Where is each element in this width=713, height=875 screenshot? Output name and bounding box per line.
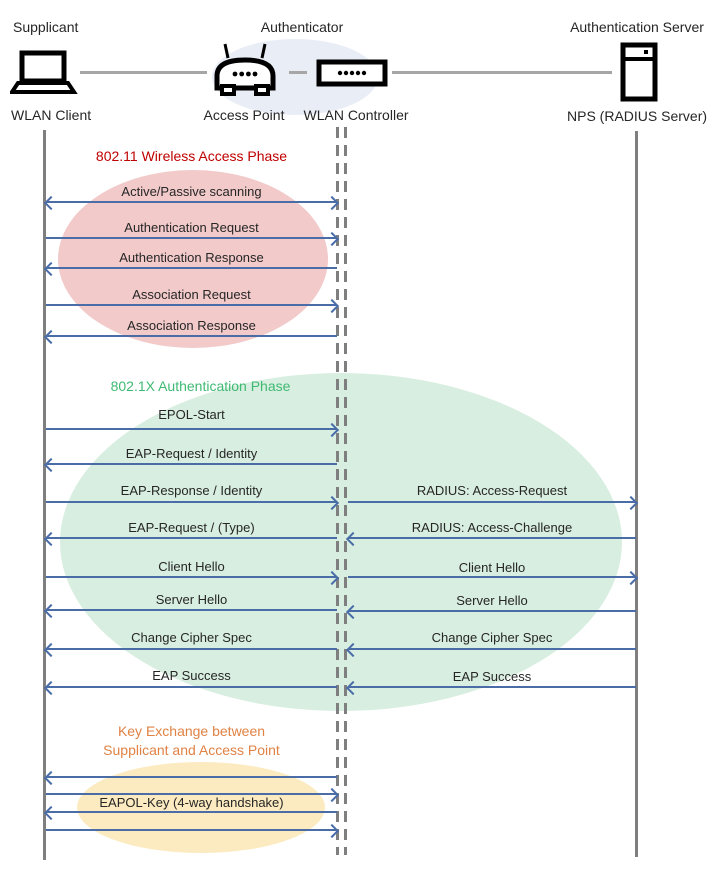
arrow-eap-request-identity [46, 463, 337, 465]
arrow-authentication-request [46, 237, 337, 239]
label-epol-start: EPOL-Start [158, 407, 225, 422]
node-label-nps: NPS (RADIUS Server) [567, 108, 708, 124]
phase-title-80211: 802.11 Wireless Access Phase [95, 148, 288, 164]
arrow-client-hello-right [348, 576, 636, 578]
arrow-association-request [46, 304, 337, 306]
arrow-radius-access-challenge [348, 537, 636, 539]
node-label-access-point: Access Point [203, 107, 285, 123]
phase-title-key-exchange-line2: Supplicant and Access Point [103, 742, 280, 758]
lifeline-controller-left [336, 127, 339, 855]
arrow-server-hello-left [46, 609, 337, 611]
label-authentication-request: Authentication Request [124, 220, 259, 235]
phase-ellipse-8021x [60, 373, 622, 711]
laptop-icon [10, 50, 78, 94]
label-eap-request-identity: EAP-Request / Identity [125, 446, 258, 461]
label-authentication-response: Authentication Response [119, 250, 264, 265]
phase-ellipse-80211 [58, 170, 328, 348]
arrow-client-hello-left [46, 576, 337, 578]
label-eap-success-right: EAP Success [452, 669, 532, 684]
node-label-wlan-client: WLAN Client [11, 107, 92, 123]
access-point-icon [214, 43, 276, 96]
arrow-eap-request-type [46, 537, 337, 539]
role-authentication-server: Authentication Server [570, 19, 704, 35]
node-label-wlan-controller: WLAN Controller [303, 107, 409, 123]
arrow-key-exchange-4 [46, 829, 337, 831]
label-server-hello-right: Server Hello [456, 593, 528, 608]
arrow-eap-response-identity [46, 501, 337, 503]
label-active-passive-scanning: Active/Passive scanning [121, 184, 262, 199]
arrow-authentication-response [46, 267, 337, 269]
connector-controller-nps [392, 71, 612, 74]
lifeline-controller-right [344, 127, 347, 855]
arrow-eap-success-left [46, 686, 337, 688]
role-authenticator: Authenticator [260, 19, 344, 35]
arrow-epol-start [46, 428, 337, 430]
label-association-response: Association Response [127, 318, 256, 333]
arrow-key-exchange-3 [46, 811, 337, 813]
label-eap-success-left: EAP Success [152, 668, 231, 683]
connector-client-ap [80, 71, 207, 74]
lifeline-nps [635, 131, 638, 857]
role-supplicant: Supplicant [13, 19, 79, 35]
wlan-controller-icon [316, 59, 388, 87]
label-radius-access-challenge: RADIUS: Access-Challenge [411, 520, 573, 535]
arrow-association-response [46, 335, 337, 337]
arrow-server-hello-right [348, 610, 636, 612]
arrow-eap-success-right [348, 686, 636, 688]
arrow-key-exchange-2 [46, 793, 337, 795]
label-change-cipher-spec-left: Change Cipher Spec [131, 630, 252, 645]
phase-title-8021x: 802.1X Authentication Phase [110, 378, 291, 394]
label-association-request: Association Request [132, 287, 251, 302]
arrow-active-passive-scanning [46, 201, 337, 203]
label-change-cipher-spec-right: Change Cipher Spec [431, 630, 553, 645]
label-eap-response-identity: EAP-Response / Identity [120, 483, 263, 498]
connector-ap-controller [289, 71, 307, 74]
label-radius-access-request: RADIUS: Access-Request [416, 483, 568, 498]
phase-title-key-exchange-line1: Key Exchange between [117, 723, 266, 739]
label-client-hello-right: Client Hello [458, 560, 526, 575]
label-client-hello-left: Client Hello [158, 559, 225, 574]
label-eap-request-type: EAP-Request / (Type) [128, 520, 255, 535]
lifeline-wlan-client [43, 130, 46, 860]
arrow-change-cipher-spec-left [46, 648, 337, 650]
arrow-radius-access-request [348, 501, 636, 503]
arrow-change-cipher-spec-right [348, 648, 636, 650]
label-server-hello-left: Server Hello [155, 592, 228, 607]
server-icon [620, 42, 658, 102]
arrow-key-exchange-1 [46, 776, 337, 778]
label-eapol-key: EAPOL-Key (4-way handshake) [99, 795, 284, 810]
